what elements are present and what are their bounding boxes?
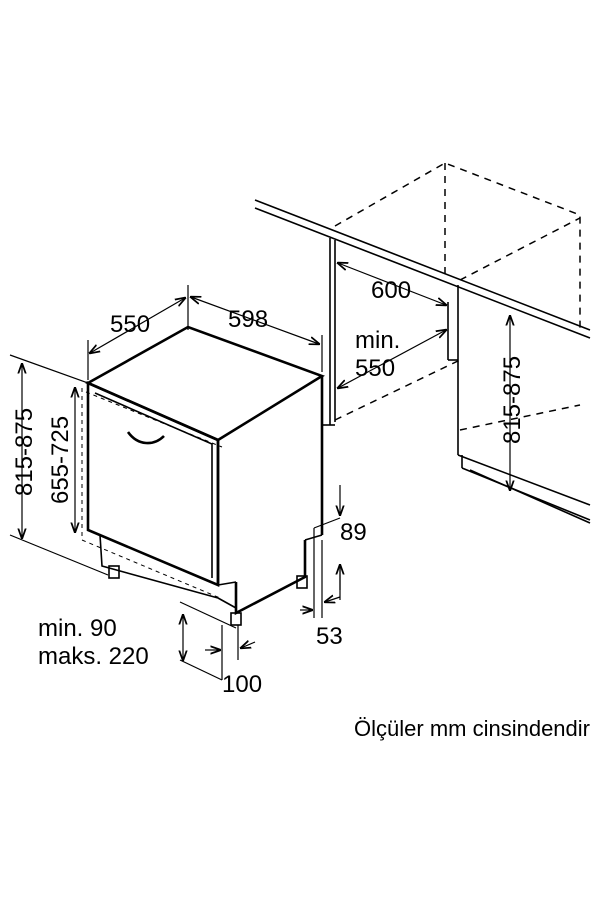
units-note: Ölçüler mm cinsindendir	[354, 716, 590, 741]
dim-815-875-right: 815-875	[499, 356, 526, 444]
dim-815-875-left: 815-875	[11, 408, 38, 496]
dim-min-90: min. 90	[38, 615, 117, 642]
dim-maks-220: maks. 220	[38, 643, 149, 670]
dim-89: 89	[340, 519, 367, 546]
dim-598: 598	[228, 306, 268, 333]
cabinet-niche	[254, 162, 591, 524]
dim-100: 100	[222, 671, 262, 698]
foot-rear-right	[296, 575, 308, 589]
dim-655-725: 655-725	[47, 416, 74, 504]
dim-min-550: 550	[355, 355, 395, 382]
dimension-lines	[9, 263, 510, 681]
foot-front-left	[108, 565, 120, 579]
dim-min-label: min.	[355, 327, 400, 354]
door-handle	[126, 431, 165, 445]
dim-53: 53	[316, 623, 343, 650]
dishwasher-body	[81, 325, 325, 629]
foot-front-right	[230, 612, 242, 626]
dim-600: 600	[371, 277, 411, 304]
dim-550-top: 550	[110, 311, 150, 338]
